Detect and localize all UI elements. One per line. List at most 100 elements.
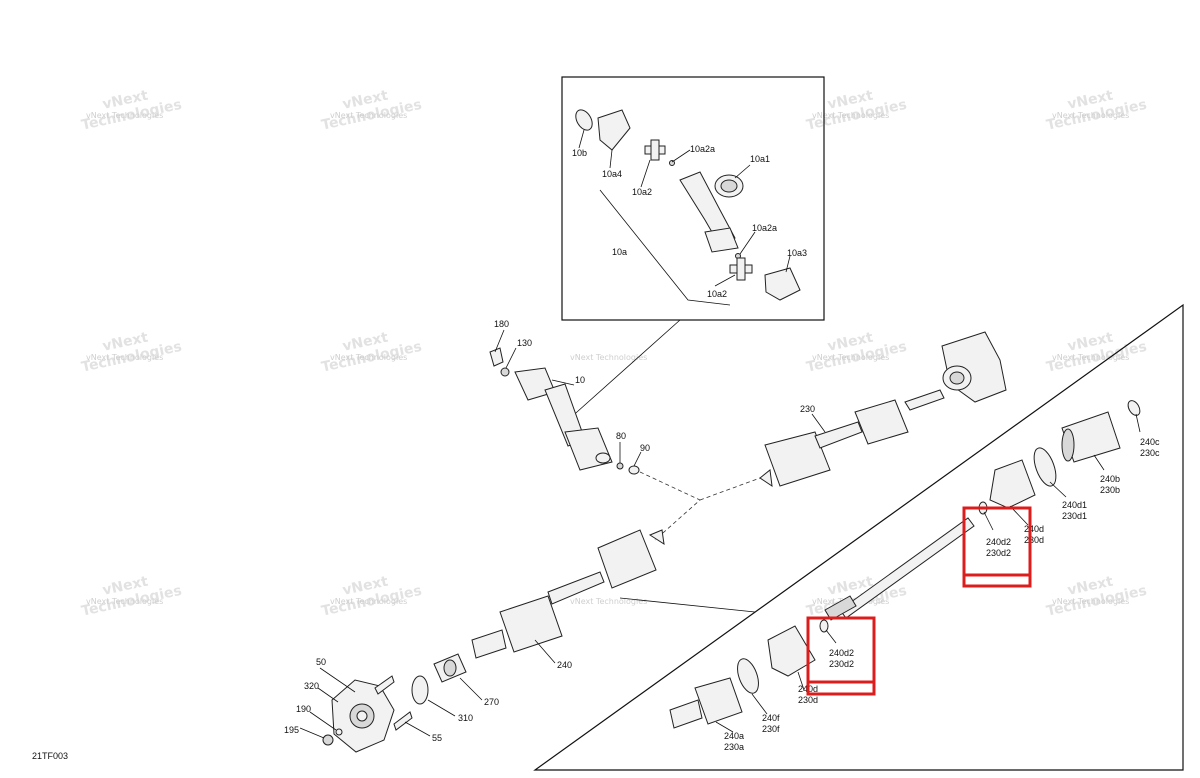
watermark: vNext Technologies [80,574,183,620]
callout-10a2-top: 10a2 [632,187,652,197]
part-10a2a-clip-top [669,160,675,166]
triangle-frame [533,303,1184,771]
part-270-bearing-bore [443,659,457,677]
watermark-small: vNext Technologies [1052,353,1129,362]
part-230-stub [904,389,945,411]
callout-230d2-upper: 230d2 [986,548,1011,558]
callout-230d1: 230d1 [1062,511,1087,521]
watermark: vNext Technologies [1045,88,1148,134]
callout-230: 230 [800,404,815,414]
callout-55: 55 [432,733,442,743]
part-195-nut [322,734,334,746]
part-triangle-shaft [839,517,975,619]
inset-prop-shaft-detail: 10b 10a4 10a2 10a2a 10a1 10a 10a2a 10a3 … [561,76,825,421]
alignment-line [639,471,701,541]
callout-240c: 240c [1140,437,1160,447]
part-230-spline [759,469,773,488]
watermark: vNext Technologies [80,330,183,376]
part-240d2-clamp-lower [819,619,829,633]
callout-10a2-bottom: 10a2 [707,289,727,299]
part-240-stub [471,629,507,659]
callout-10b: 10b [572,148,587,158]
triangle-leader-line [619,597,756,613]
watermark: vNext Technologies [80,88,183,134]
part-240a-outer-joint [694,677,743,725]
part-240-cv-joint-outer [499,595,563,653]
part-10a-yoke-lower [704,227,739,253]
part-10-flange [595,452,611,464]
watermark: vNext Technologies [1045,574,1148,620]
part-240-boot-upper [989,459,1036,509]
watermark: vNext Technologies [320,330,423,376]
watermark-small: vNext Technologies [812,353,889,362]
watermark: vNext Technologies [320,88,423,134]
figure-code: 21TF003 [32,751,68,761]
callout-195: 195 [284,725,299,735]
part-10a-shaft [679,171,736,247]
callout-230d-upper: 230d [1024,535,1044,545]
callout-10a3: 10a3 [787,248,807,258]
part-230-shaft [814,421,863,449]
alignment-line-2 [699,477,761,501]
part-310-circlip [411,675,429,705]
callout-240d-upper: 240d [1024,524,1044,534]
watermark: vNext Technologies [320,574,423,620]
highlight-box-240d2-lower [806,616,876,696]
callout-80: 80 [616,431,626,441]
part-240-spline [648,529,665,546]
watermark-small: vNext Technologies [1052,111,1129,120]
watermark-small: vNext Technologies [330,597,407,606]
watermark: vNext Technologies [805,88,908,134]
watermark-small: vNext Technologies [812,111,889,120]
callout-10a4: 10a4 [602,169,622,179]
part-240-boot-lower [767,625,816,677]
part-240f-clamp [737,658,759,694]
watermark-small: vNext Technologies [86,353,163,362]
callout-270: 270 [484,697,499,707]
callout-240d2-upper: 240d2 [986,537,1011,547]
part-10b-ring [575,109,593,131]
part-240-drive-shaft: 240 [471,529,665,670]
callout-240d1: 240d1 [1062,500,1087,510]
part-190-washer [335,728,343,736]
watermark-small: vNext Technologies [86,111,163,120]
part-80-bolt [616,462,624,470]
part-50-stud [374,675,395,695]
watermark-small: vNext Technologies [86,597,163,606]
watermark-small: vNext Technologies [330,353,407,362]
watermark: vNext Technologies [805,330,908,376]
highlight-box-240d2-upper [962,506,1032,588]
part-240-shaft [547,571,605,605]
part-240b-opening [1061,428,1075,462]
callout-230c: 230c [1140,448,1160,458]
callout-320: 320 [304,681,319,691]
part-10a1-bearing-inner [720,179,738,193]
callout-230a: 230a [724,742,744,752]
callout-230f: 230f [762,724,780,734]
watermark-small: vNext Technologies [570,597,647,606]
part-240-cv-joint-inner [597,529,657,589]
part-240c-clip [1127,400,1141,416]
wheel-hub-group: 50 320 190 195 55 310 270 [284,653,499,753]
callout-190: 190 [296,704,311,714]
callout-10a1: 10a1 [750,154,770,164]
part-10a2-cross-top [644,139,666,161]
part-230-drive-shaft: 230 [759,389,945,488]
callout-130: 130 [517,338,532,348]
callout-10a2a-top: 10a2a [690,144,715,154]
triangle-detail-view: 240c 230c 240b 230b 240d1 230d1 240d 230… [533,303,1184,771]
part-10a3-yoke [764,267,801,301]
callout-240a: 240a [724,731,744,741]
callout-230d2-lower: 230d2 [829,659,854,669]
callout-10a2a-bottom: 10a2a [752,223,777,233]
part-90-washer [628,465,640,475]
callout-180: 180 [494,319,509,329]
part-130-washer [500,367,510,377]
part-knuckle-upper [941,331,1007,403]
part-10-prop-shaft-assembly: 180 130 10 80 90 [489,319,650,475]
inset-frame [561,76,825,321]
part-240d1-clamp [1033,447,1057,487]
callout-240f: 240f [762,713,780,723]
callout-240b: 240b [1100,474,1120,484]
